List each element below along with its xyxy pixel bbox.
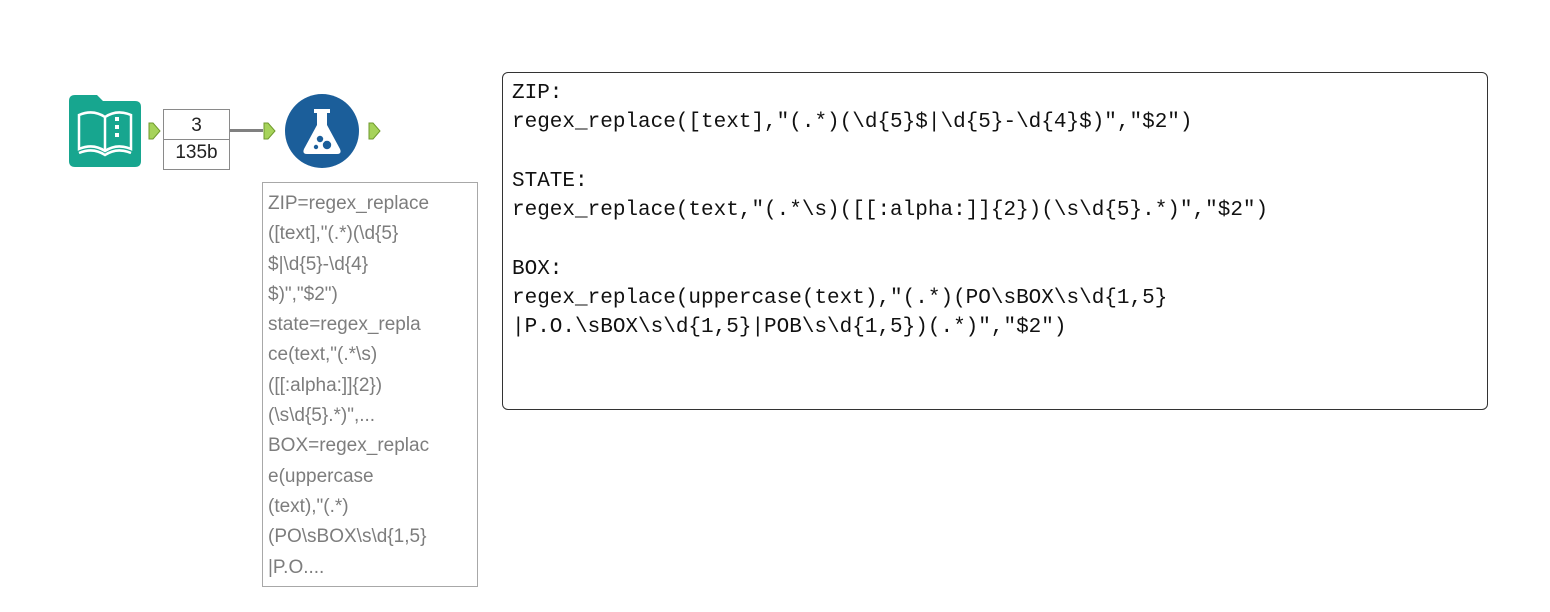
annotation-line: (PO\sBOX\s\d{1,5}: [268, 526, 427, 548]
comment-line: |P.O.\sBOX\s\d{1,5}|POB\s\d{1,5})(.*)","…: [512, 316, 1067, 340]
book-icon: [69, 95, 141, 167]
comment-line: ZIP:: [512, 82, 563, 105]
annotation-line: $)","$2"): [268, 283, 338, 305]
input-anchor-icon[interactable]: [262, 122, 276, 140]
comment-line: regex_replace(text,"(.*\s)([[:alpha:]]{2…: [512, 199, 1269, 223]
comment-line: [512, 138, 1487, 167]
tool-annotation[interactable]: ZIP=regex_replace ([text],"(.*)(\d{5} $|…: [262, 182, 478, 587]
annotation-line: ce(text,"(.*\s): [268, 344, 378, 366]
input-data-tool[interactable]: [67, 95, 143, 167]
output-anchor-icon[interactable]: [147, 122, 161, 140]
annotation-line: ([text],"(.*)(\d{5}: [268, 223, 399, 245]
annotation-line: (text),"(.*): [268, 495, 349, 517]
annotation-line: e(uppercase: [268, 465, 374, 487]
annotation-line: (\s\d{5}.*)",...: [268, 405, 376, 427]
output-anchor-icon[interactable]: [367, 122, 381, 140]
annotation-line: |P.O....: [268, 556, 325, 578]
annotation-line: ZIP=regex_replace: [268, 193, 430, 214]
connection-line[interactable]: [230, 129, 263, 132]
flask-icon: [285, 94, 359, 168]
comment-box[interactable]: ZIP: regex_replace([text],"(.*)(\d{5}$|\…: [502, 72, 1488, 410]
annotation-line: state=regex_repla: [268, 314, 421, 336]
annotation-line: $|\d{5}-\d{4}: [268, 253, 369, 275]
comment-line: regex_replace([text],"(.*)(\d{5}$|\d{5}-…: [512, 111, 1193, 135]
record-count-divider: [164, 139, 229, 140]
formula-tool[interactable]: [284, 93, 360, 169]
comment-line: BOX:: [512, 257, 563, 281]
record-size: 135b: [175, 142, 218, 163]
comment-line: STATE:: [512, 169, 588, 193]
record-count-box: 3 135b: [163, 109, 230, 170]
record-count: 3: [191, 115, 202, 136]
annotation-line: BOX=regex_replac: [268, 435, 430, 457]
annotation-line: ([[:alpha:]]{2}): [268, 374, 383, 396]
comment-line: regex_replace(uppercase(text),"(.*)(PO\s…: [512, 287, 1168, 311]
comment-line: [512, 225, 1487, 254]
